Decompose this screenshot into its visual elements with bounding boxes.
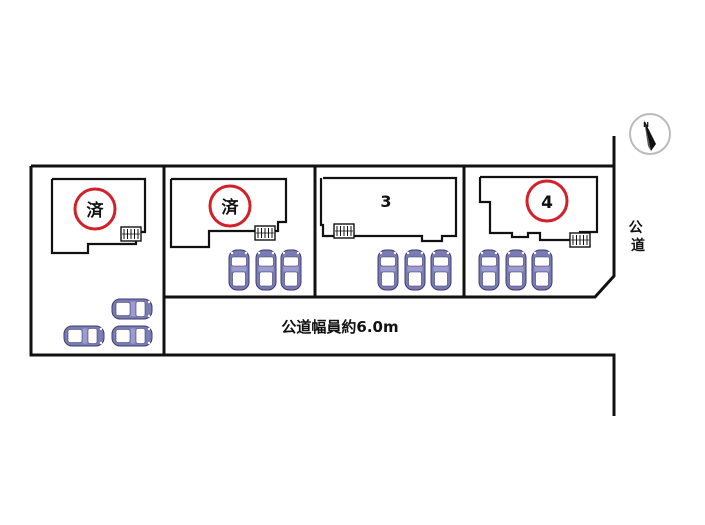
car-icon xyxy=(111,298,153,320)
car-icon xyxy=(111,325,153,347)
plot-3[interactable]: 3 xyxy=(319,176,458,291)
car-icon xyxy=(430,249,452,291)
ac-unit-icon xyxy=(333,223,355,239)
building-outline-4 xyxy=(478,175,599,242)
plot-label-2: 済 xyxy=(222,197,240,218)
compass-icon: N xyxy=(629,113,671,155)
compass-label: N xyxy=(643,121,649,129)
sold-marker-2 xyxy=(208,184,252,228)
building-outline-2 xyxy=(169,177,288,249)
sold-marker-1 xyxy=(73,187,117,231)
site-boundary xyxy=(29,136,616,416)
car-icon xyxy=(280,249,302,291)
car-icon xyxy=(505,249,527,291)
building-outline-1 xyxy=(50,177,147,255)
car-icon xyxy=(377,249,399,291)
building-outline-3 xyxy=(319,176,458,243)
car-icon xyxy=(255,249,277,291)
plot-label-1: 済 xyxy=(87,200,105,221)
plot-label-4: 4 xyxy=(541,193,553,213)
side-road-label: 公 道 xyxy=(629,220,648,254)
plot-1[interactable]: 済 xyxy=(50,177,153,347)
ac-unit-icon xyxy=(569,232,591,248)
car-icon xyxy=(531,249,553,291)
main-road-label: 公道幅員約6.0m xyxy=(281,318,398,336)
plot-label-3: 3 xyxy=(380,192,391,211)
plot-2[interactable]: 済 xyxy=(169,177,302,291)
available-marker-4 xyxy=(525,179,569,223)
car-icon xyxy=(478,249,500,291)
car-icon xyxy=(63,325,105,347)
car-icon xyxy=(404,249,426,291)
ac-unit-icon xyxy=(120,226,142,242)
car-icon xyxy=(228,249,250,291)
ac-unit-icon xyxy=(254,225,276,241)
plot-4[interactable]: 4 xyxy=(478,175,599,291)
